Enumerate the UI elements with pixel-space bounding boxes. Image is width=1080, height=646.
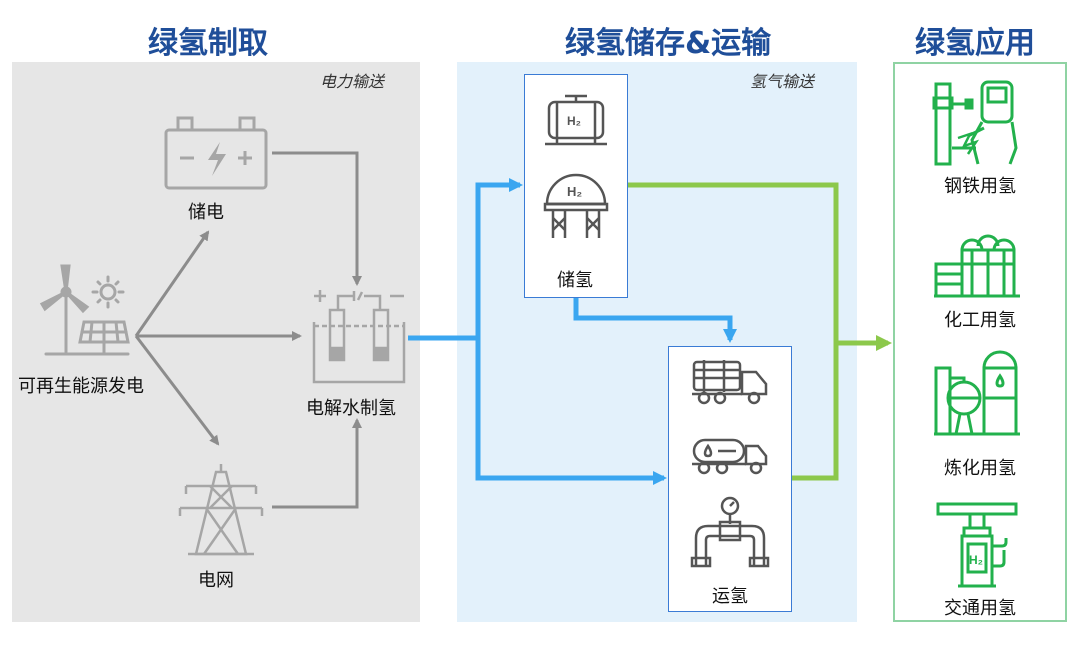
application-label-chemical: 化工用氢 <box>944 310 1016 331</box>
storage-to-application-line <box>628 182 839 343</box>
tanker-truck-icon <box>692 438 768 475</box>
battery-label: 储电 <box>188 202 224 223</box>
pipeline-gauge-icon <box>690 496 770 568</box>
storage-label: 储氢 <box>557 270 593 291</box>
h2-tank-icon: H₂ <box>545 94 607 146</box>
storage-box <box>524 74 628 298</box>
application-label-steel: 钢铁用氢 <box>944 176 1016 197</box>
tube-trailer-truck-icon <box>692 360 768 405</box>
application-label-transport: 交通用氢 <box>944 598 1016 619</box>
renewable-energy-icon <box>39 264 130 356</box>
electrolysis-icon <box>312 290 406 384</box>
transport-to-application-line <box>792 343 839 481</box>
renewable-to-battery-arrow <box>134 230 210 337</box>
grid-label: 电网 <box>198 570 234 591</box>
electrolysis-to-storage-arrow <box>475 178 523 338</box>
spherical-tank-icon: H₂ <box>543 173 609 238</box>
grid-to-electrolysis-arrow <box>272 418 362 509</box>
transport-label: 运氢 <box>712 586 748 607</box>
production-title: 绿氢制取 <box>148 26 268 61</box>
application-label-refinery: 炼化用氢 <box>944 458 1016 479</box>
renewable-to-grid-arrow <box>134 335 220 446</box>
power-transmission-note: 电力输送 <box>320 72 385 91</box>
hydrogen-transmission-note: 氢气输送 <box>750 72 815 91</box>
pump-h2-text: H₂ <box>969 553 983 567</box>
application-title: 绿氢应用 <box>915 26 1035 61</box>
steel-worker-icon <box>932 80 1018 166</box>
storage-transport-title: 绿氢储存&运输 <box>565 26 772 61</box>
battery-icon <box>164 116 268 190</box>
hydrogen-pump-icon: H₂ <box>936 502 1018 588</box>
electrolysis-to-transport-arrow <box>475 338 667 485</box>
chemical-plant-icon <box>934 234 1020 298</box>
h2-tank-text: H₂ <box>567 114 581 128</box>
refinery-icon <box>934 350 1020 436</box>
spherical-tank-text: H₂ <box>567 184 582 199</box>
power-tower-icon <box>178 464 264 556</box>
battery-to-electrolysis-arrow <box>272 151 362 286</box>
storage-to-transport-arrow <box>573 298 737 343</box>
electrolysis-label: 电解水制氢 <box>306 398 396 419</box>
renewable-label: 可再生能源发电 <box>18 376 144 397</box>
